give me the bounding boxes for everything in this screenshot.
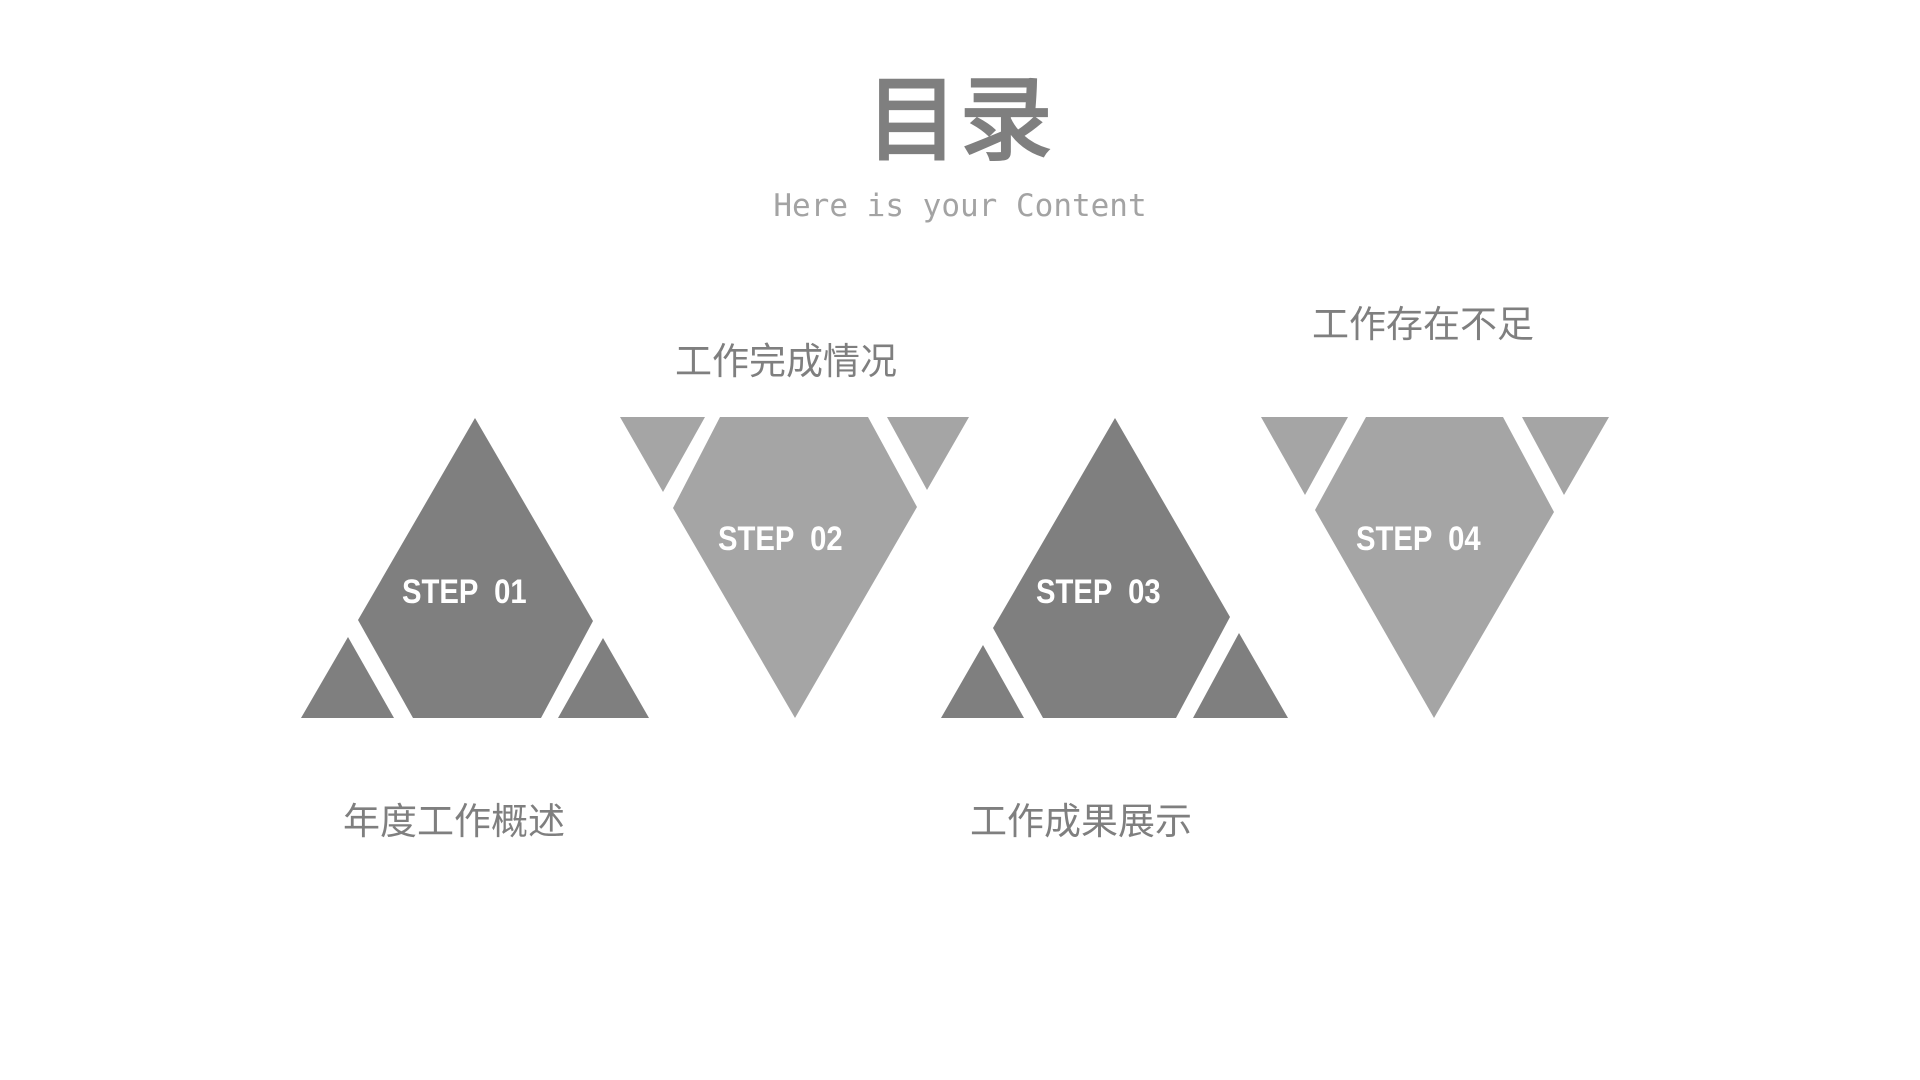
step-01-shape[interactable] <box>301 418 649 718</box>
step-02-pentagon <box>673 417 917 718</box>
step-02-shape[interactable] <box>620 417 969 718</box>
step-03-corner-right <box>1193 633 1288 718</box>
step-02-corner-right <box>887 417 969 490</box>
step-04-corner-left <box>1261 417 1348 495</box>
step-03-label: STEP 03 <box>1036 573 1161 611</box>
step-04-shape[interactable] <box>1261 417 1609 718</box>
step-01-corner-left <box>301 637 394 718</box>
step-02-corner-left <box>620 417 705 492</box>
step-02-title[interactable]: 工作完成情况 <box>675 340 897 383</box>
step-01-title[interactable]: 年度工作概述 <box>343 800 565 843</box>
step-03-corner-left <box>941 645 1024 718</box>
step-04-pentagon <box>1315 417 1554 718</box>
step-03-shape[interactable] <box>941 418 1288 718</box>
step-03-title[interactable]: 工作成果展示 <box>970 800 1192 843</box>
page-subtitle: Here is your Content <box>773 188 1147 224</box>
step-01-label: STEP 01 <box>402 573 527 611</box>
step-02-label: STEP 02 <box>718 520 843 558</box>
step-01-pentagon <box>358 418 593 718</box>
step-03-pentagon <box>993 418 1230 718</box>
step-04-label: STEP 04 <box>1356 520 1481 558</box>
step-01-corner-right <box>558 638 649 718</box>
step-04-corner-right <box>1522 417 1609 495</box>
page-title: 目录 <box>865 67 1054 174</box>
step-04-title[interactable]: 工作存在不足 <box>1312 303 1534 346</box>
